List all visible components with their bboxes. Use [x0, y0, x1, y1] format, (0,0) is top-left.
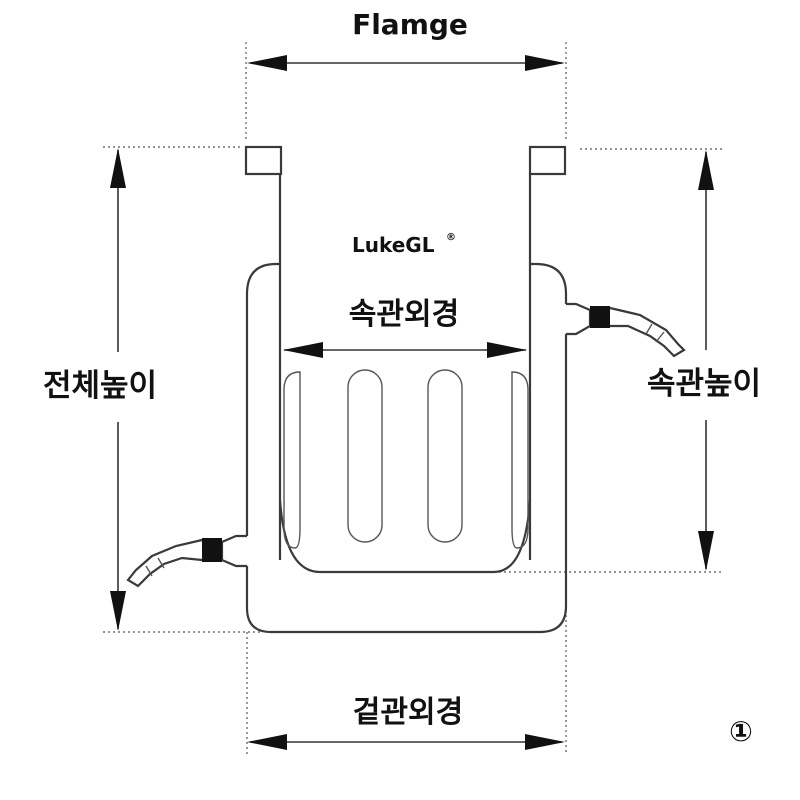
brand-logo: LukeGL ®: [352, 232, 456, 257]
brand-name: LukeGL: [352, 233, 435, 257]
hose-connector-lower-left: [126, 534, 247, 588]
lower-hose-cap: [202, 538, 222, 562]
figure-number: ①: [729, 715, 753, 748]
flange-arrow-right: [525, 55, 565, 71]
inner-diameter-dimension: 속관외경: [283, 297, 527, 358]
outer-jacket: [245, 262, 568, 634]
slot-window-2: [347, 369, 383, 543]
upper-barb-ridge-2: [655, 331, 665, 343]
outer-diameter-dimension: 겉관외경: [246, 610, 567, 755]
inner-height-arrow-top: [698, 150, 714, 190]
lower-barb-ridge-2: [145, 565, 153, 577]
upper-hose-barb: [609, 306, 686, 358]
lower-nozzle-flare: [220, 534, 247, 568]
total-height-arrow-bottom: [110, 591, 126, 631]
lower-hose-barb: [126, 538, 203, 588]
flange-left: [244, 145, 283, 176]
lower-barb-ridge-1: [157, 557, 165, 569]
outer-diameter-label: 겉관외경: [353, 695, 463, 730]
outer-diameter-arrow-right: [525, 734, 565, 750]
total-height-dimension: 전체높이: [43, 146, 262, 633]
vessel: [244, 145, 568, 634]
slot-window-1: [283, 371, 301, 549]
inner-tube-bottom: [278, 499, 532, 574]
flange-right: [528, 145, 567, 176]
hose-connector-upper-right: [566, 302, 686, 358]
inner-diameter-arrow-right: [487, 342, 527, 358]
inner-height-arrow-bottom: [698, 531, 714, 571]
outer-diameter-arrow-left: [247, 734, 287, 750]
inner-height-dimension: 속관높이: [494, 148, 761, 573]
flange-label: Flamge: [352, 8, 468, 41]
inner-diameter-arrow-left: [283, 342, 323, 358]
upper-nozzle-flare: [566, 302, 592, 336]
flange-dimension: Flamge: [245, 8, 567, 140]
brand-registered-mark: ®: [446, 232, 456, 243]
slot-window-3: [427, 369, 463, 543]
total-height-label: 전체높이: [43, 368, 157, 404]
slot-window-4: [511, 371, 529, 549]
inner-diameter-label: 속관외경: [349, 297, 459, 332]
upper-hose-cap: [590, 306, 610, 328]
inner-height-label: 속관높이: [647, 366, 761, 402]
flange-arrow-left: [247, 55, 287, 71]
total-height-arrow-top: [110, 148, 126, 188]
upper-barb-ridge-1: [645, 323, 653, 335]
